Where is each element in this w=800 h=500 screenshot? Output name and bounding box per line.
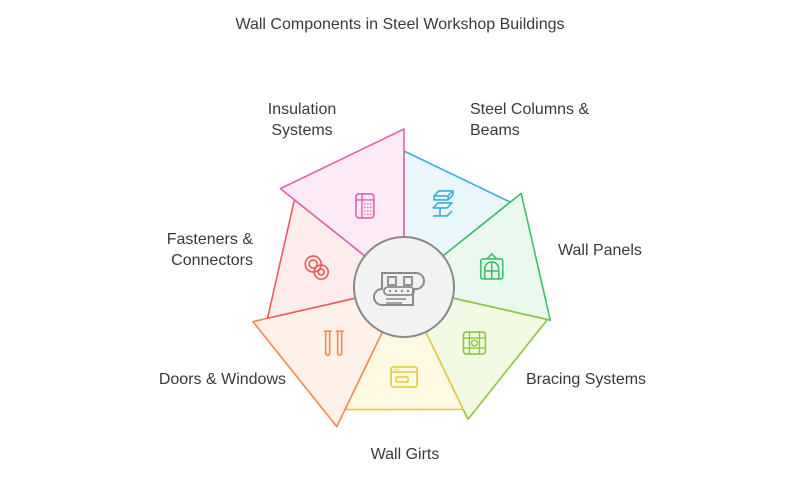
center-hub xyxy=(353,236,455,338)
window-panel-icon xyxy=(479,252,504,280)
label-wall-girts: Wall Girts xyxy=(370,446,440,463)
label-insulation-systems: Insulation Systems xyxy=(267,101,337,139)
fastener-rings-icon xyxy=(304,255,330,280)
insulation-roll-icon xyxy=(355,193,375,219)
girt-panel-icon xyxy=(390,366,418,388)
bracing-frame-icon xyxy=(462,331,487,355)
label-doors-windows: Doors & Windows xyxy=(158,371,286,388)
doors-icon xyxy=(323,330,344,356)
diagram-title: Wall Components in Steel Workshop Buildi… xyxy=(235,16,565,33)
label-wall-panels: Wall Panels xyxy=(558,242,642,259)
label-fasteners-connectors: Fasteners & Connectors xyxy=(166,231,253,269)
label-bracing-systems: Bracing Systems xyxy=(526,371,647,388)
steel-beam-icon xyxy=(432,190,454,217)
conveyor-machine-icon xyxy=(373,272,425,306)
label-steel-columns-beams: Steel Columns & Beams xyxy=(470,101,590,139)
